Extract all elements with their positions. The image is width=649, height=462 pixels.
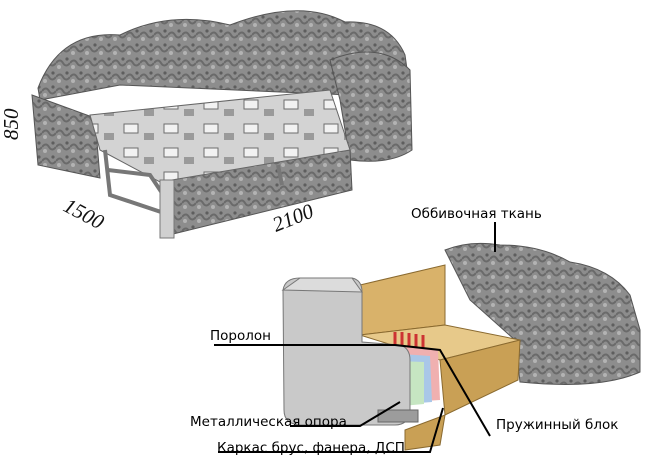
callout-spring-block: Пружинный блок xyxy=(496,417,618,433)
sofa-cutaway-illustration xyxy=(281,242,641,451)
sofa-unfolded-illustration: 850 1500 2100 xyxy=(0,10,413,239)
sofa-mattress xyxy=(89,89,351,183)
callout-lines xyxy=(214,222,496,453)
callout-metal-support: Металлическая опора xyxy=(190,414,347,430)
dimension-height: 850 xyxy=(0,108,23,140)
callout-upholstery: Оббивочная ткань xyxy=(411,206,542,222)
watermark-text: catalog.onliner.by xyxy=(510,431,612,445)
sofa-corner-section xyxy=(329,51,413,162)
sofa-back xyxy=(37,10,411,101)
sofa-left-base xyxy=(31,94,101,179)
dimension-depth: 1500 xyxy=(60,193,109,234)
callout-foam: Поролон xyxy=(210,328,271,344)
cutaway-corner-sofa xyxy=(444,242,641,385)
sofa-bed-frame xyxy=(159,179,175,239)
callout-frame: Каркас брус, фанера, ДСП xyxy=(217,440,405,456)
